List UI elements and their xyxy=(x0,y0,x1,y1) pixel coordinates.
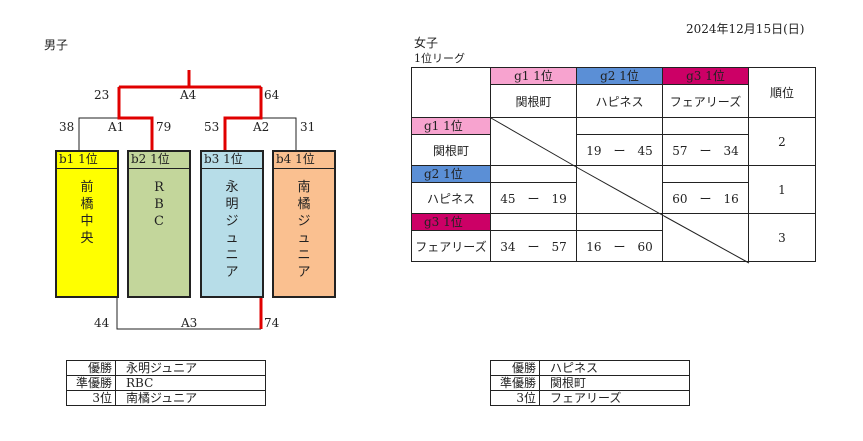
rank-label: 3位 xyxy=(66,390,116,406)
header-name-g2: ハピネス xyxy=(576,84,663,118)
table-row: g1 1位 2 xyxy=(411,117,816,166)
score-g1-g3: 57 ー 34 xyxy=(662,134,749,166)
table-row: 優勝 ハピネス xyxy=(490,360,690,376)
score-cell-top xyxy=(490,165,577,183)
score-g2-g3: 60 ー 16 xyxy=(662,182,749,214)
table-row: 準優勝 RBC xyxy=(66,375,266,391)
header-tag-g2: g2 1位 xyxy=(576,67,663,85)
rank-team: フェアリーズ xyxy=(539,390,690,406)
row-tag-g2: g2 1位 xyxy=(411,165,491,183)
team-tag: b2 1位 xyxy=(129,152,189,169)
table-row: g1 1位 g2 1位 g3 1位 順位 xyxy=(411,67,816,118)
girls-results-table: 優勝 ハピネス 準優勝 関根町 3位 フェアリーズ xyxy=(490,360,690,406)
header-name-g1: 関根町 xyxy=(490,84,577,118)
a4-right-score: 64 xyxy=(264,88,280,102)
score-cell-top xyxy=(662,117,749,135)
team-name: 前橋中央 xyxy=(80,180,94,246)
a2-label: A2 xyxy=(253,120,270,134)
table-row: g3 1位 3 xyxy=(411,213,816,262)
a3-label: A3 xyxy=(181,316,198,330)
rank-label: 優勝 xyxy=(66,360,116,376)
a3-right-score: 74 xyxy=(264,316,280,330)
score-cell-top xyxy=(576,213,663,231)
boys-team-b2: b2 1位 RBC xyxy=(127,150,191,298)
score-cell xyxy=(576,165,663,214)
a1-left-score: 38 xyxy=(59,120,75,134)
row-tag-g3: g3 1位 xyxy=(411,213,491,231)
a1-label: A1 xyxy=(108,120,125,134)
rank-team: 永明ジュニア xyxy=(115,360,266,376)
boys-results-table: 優勝 永明ジュニア 準優勝 RBC 3位 南橘ジュニア xyxy=(66,360,266,406)
score-cell xyxy=(662,213,749,262)
a2-left-score: 53 xyxy=(204,120,220,134)
row-tag-g1: g1 1位 xyxy=(411,117,491,135)
table-row: 準優勝 関根町 xyxy=(490,375,690,391)
a4-label: A4 xyxy=(180,88,197,102)
rank-team: ハピネス xyxy=(539,360,690,376)
table-row: ハピネス 45 ー 19 60 ー 16 xyxy=(411,182,816,214)
header-tag-g1: g1 1位 xyxy=(490,67,577,85)
girls-section-title: 女子 xyxy=(414,36,439,50)
row-name-g2: ハピネス xyxy=(411,182,491,214)
score-cell-top xyxy=(490,213,577,231)
rank-team: 関根町 xyxy=(539,375,690,391)
score-cell-top xyxy=(662,165,749,183)
score-cell-top xyxy=(576,117,663,135)
girls-subtitle: 1位リーグ xyxy=(414,52,465,65)
girls-league-table: g1 1位 g2 1位 g3 1位 順位 関根町 ハピネス フェアリーズ g1 … xyxy=(411,67,816,262)
a2-right-score: 31 xyxy=(300,120,316,134)
row-name-g3: フェアリーズ xyxy=(411,230,491,262)
header-name-g3: フェアリーズ xyxy=(662,84,749,118)
rank-team: 南橘ジュニア xyxy=(115,390,266,406)
team-tag: b4 1位 xyxy=(274,152,334,169)
rank-header: 順位 xyxy=(748,67,816,118)
score-g2-g1: 45 ー 19 xyxy=(490,182,577,214)
boys-team-b4: b4 1位 南橘ジュニア xyxy=(272,150,336,298)
rank-value-g1: 2 xyxy=(748,117,816,166)
score-cell xyxy=(490,117,577,166)
a3-left-score: 44 xyxy=(94,316,110,330)
team-name: 南橘ジュニア xyxy=(297,180,311,280)
table-row: フェアリーズ 34 ー 57 16 ー 60 xyxy=(411,230,816,262)
header-tag-g3: g3 1位 xyxy=(662,67,749,85)
boys-team-b1: b1 1位 前橋中央 xyxy=(55,150,119,298)
rank-label: 準優勝 xyxy=(66,375,116,391)
team-tag: b1 1位 xyxy=(57,152,117,169)
rank-label: 3位 xyxy=(490,390,540,406)
rank-label: 準優勝 xyxy=(490,375,540,391)
score-g3-g2: 16 ー 60 xyxy=(576,230,663,262)
row-name-g1: 関根町 xyxy=(411,134,491,166)
event-date: 2024年12月15日(日) xyxy=(686,22,805,36)
team-name: RBC xyxy=(154,180,164,229)
corner-cell xyxy=(411,67,491,118)
team-tag: b3 1位 xyxy=(202,152,262,169)
table-row: g2 1位 1 xyxy=(411,165,816,214)
table-row: 優勝 永明ジュニア xyxy=(66,360,266,376)
a4-left-score: 23 xyxy=(94,88,110,102)
rank-value-g2: 1 xyxy=(748,165,816,214)
rank-value-g3: 3 xyxy=(748,213,816,262)
a1-right-score: 79 xyxy=(156,120,172,134)
rank-label: 優勝 xyxy=(490,360,540,376)
score-g3-g1: 34 ー 57 xyxy=(490,230,577,262)
boys-team-b3: b3 1位 永明ジュニア xyxy=(200,150,264,298)
boys-section-title: 男子 xyxy=(44,38,69,52)
table-row: 3位 南橘ジュニア xyxy=(66,390,266,406)
table-row: 3位 フェアリーズ xyxy=(490,390,690,406)
score-g1-g2: 19 ー 45 xyxy=(576,134,663,166)
rank-team: RBC xyxy=(115,375,266,391)
team-name: 永明ジュニア xyxy=(225,180,239,280)
